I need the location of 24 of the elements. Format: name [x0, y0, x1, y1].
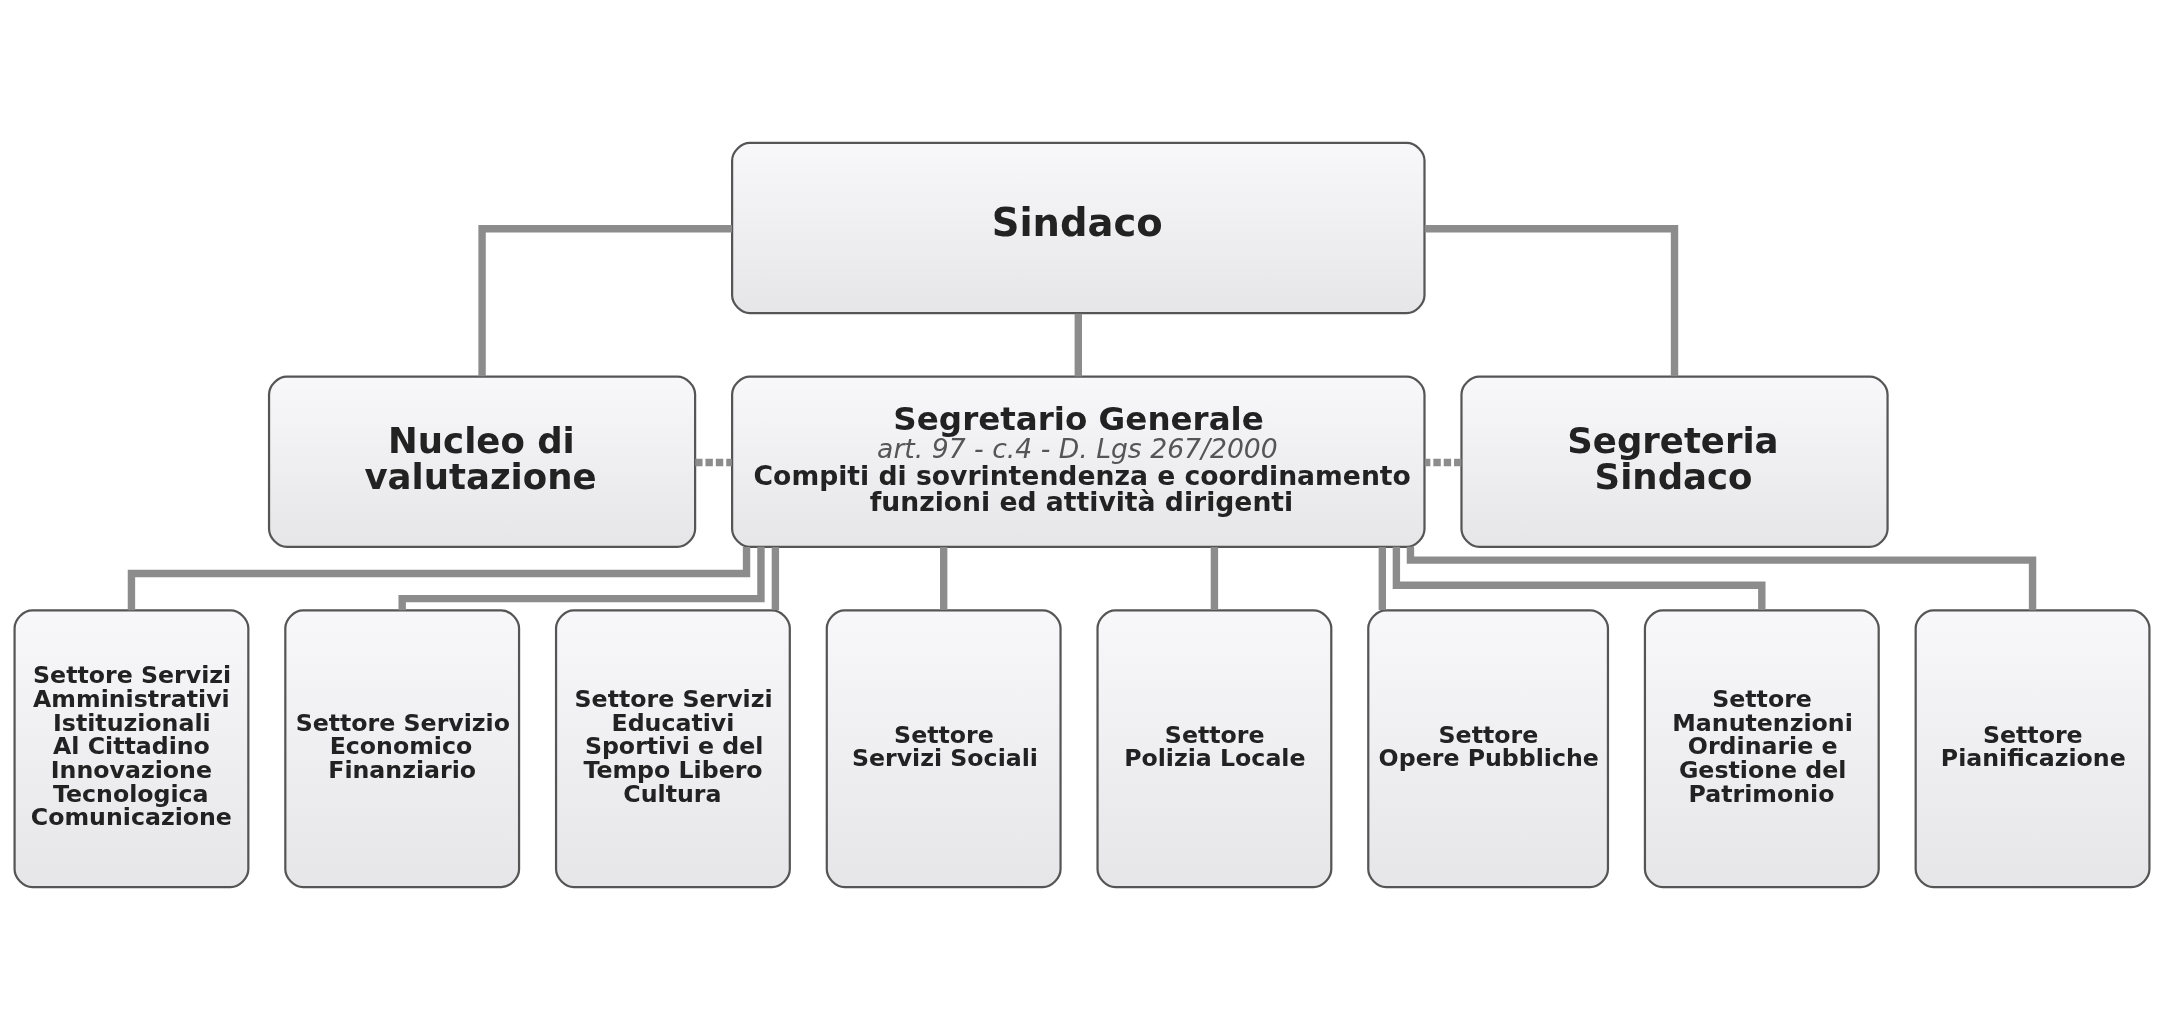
node-box: Settore Polizia Locale — [1096, 608, 1333, 888]
connector — [1424, 458, 1462, 466]
connector — [695, 458, 732, 466]
connector — [939, 546, 948, 610]
node-box: Nucleo di valutazione — [267, 375, 697, 548]
node-box: Settore Servizi Sociali — [825, 608, 1062, 888]
node-box: Settore Servizi Amministrativi Istituzionali Al Cittadino Innovazione Tecnologica Comunicazione — [13, 608, 250, 888]
connector — [1392, 546, 1766, 610]
node-box: Settore Servizi Educativi Sportivi e del Tempo Libero Cultura — [554, 608, 791, 888]
node-box: Sindaco — [731, 141, 1426, 314]
node-box: Settore Opere Pubbliche — [1367, 608, 1610, 888]
connector — [1074, 313, 1082, 376]
connector — [1378, 546, 1387, 610]
node-box: Segretario Generale art. 97 - c.4 - D. Lgs 267/2000 Compiti di sovrintendenza e coordinamento funzioni ed attività dirigenti — [731, 375, 1426, 548]
connector — [478, 224, 732, 376]
connector — [1210, 546, 1219, 610]
node-box: Settore Servizio Economico Finanziario — [284, 608, 521, 888]
connector — [1406, 546, 2037, 610]
node-box: Settore Pianificazione — [1914, 608, 2151, 888]
connector — [771, 546, 780, 610]
connector — [398, 546, 765, 610]
connector — [1424, 224, 1679, 376]
node-box: Settore Manutenzioni Ordinarie e Gestione del Patrimonio — [1643, 608, 1880, 888]
node-box: Segreteria Sindaco — [1460, 375, 1889, 548]
